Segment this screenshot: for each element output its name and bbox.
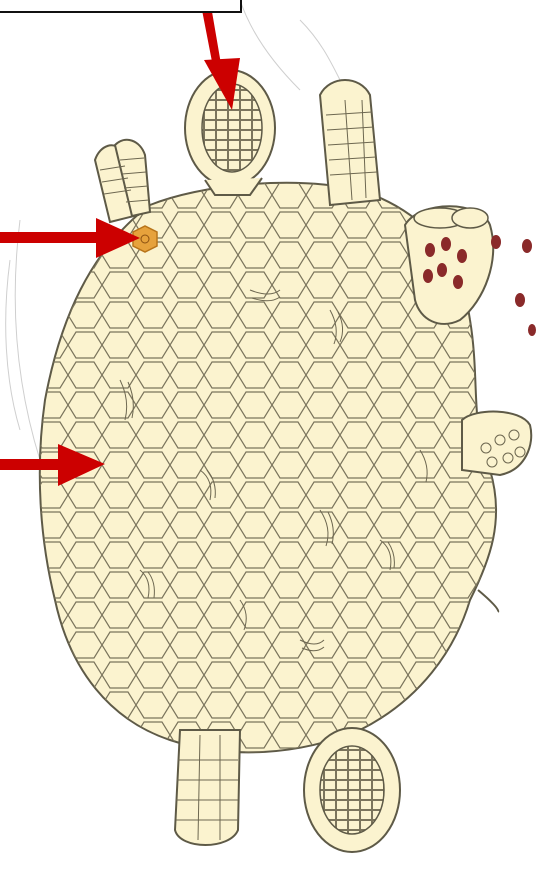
bottom-left-filament [175, 730, 240, 845]
label-box [0, 0, 242, 13]
top-left-filament [95, 140, 150, 222]
top-right-filament [320, 80, 380, 205]
bottom-sporangium [304, 728, 400, 852]
right-sporangium [405, 206, 536, 336]
